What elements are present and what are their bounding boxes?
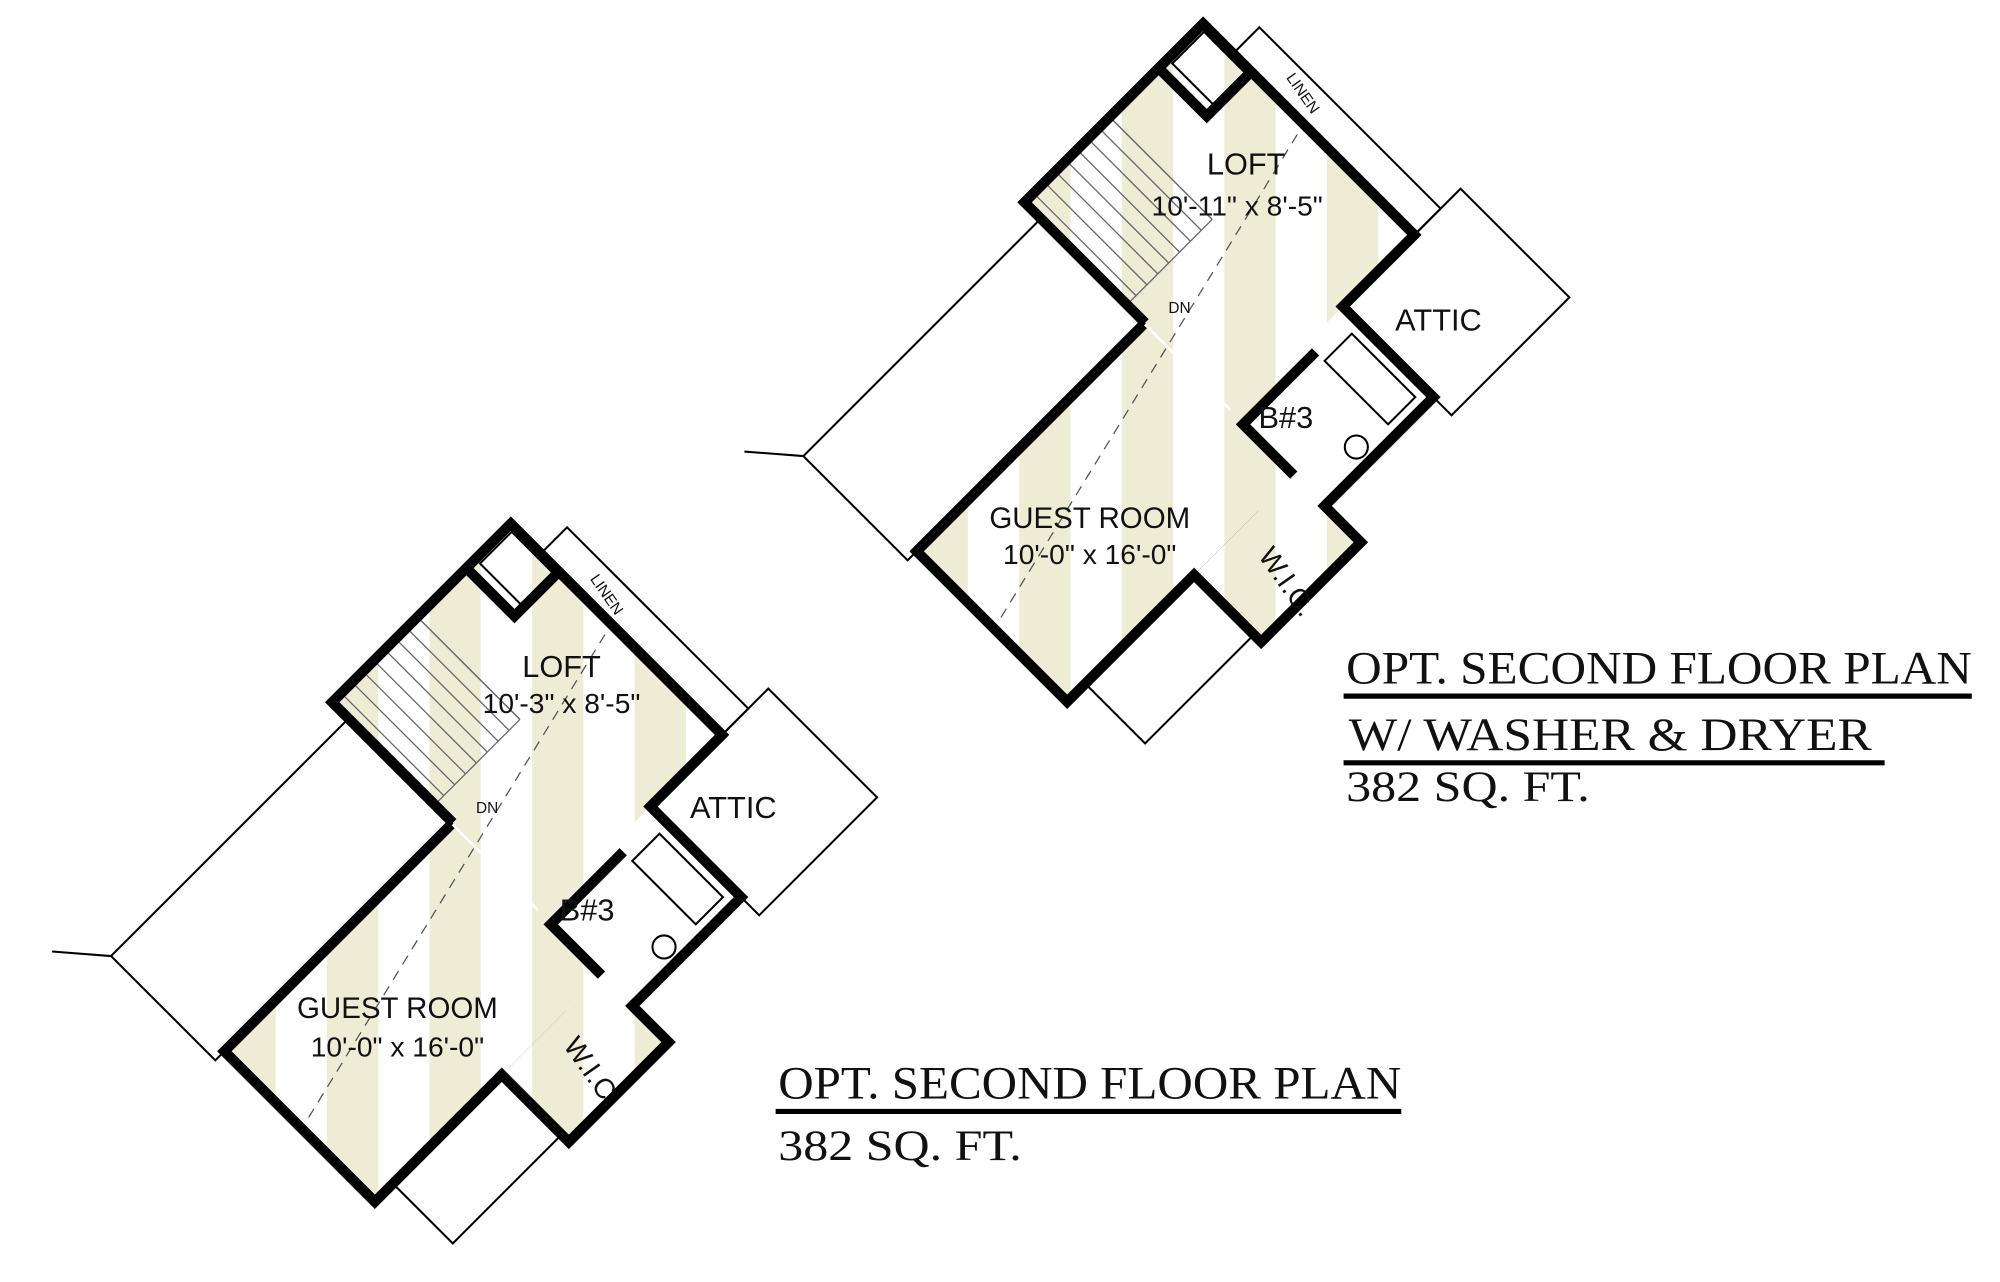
room-label-guest: GUEST ROOM <box>297 992 498 1025</box>
plan-title: OPT. SECOND FLOOR PLAN <box>778 1058 1401 1109</box>
room-label-bath: B#3 <box>1259 400 1314 435</box>
room-dims-loft: 10'-11" x 8'-5" <box>1152 189 1323 221</box>
stairs-down-label: DN <box>1168 300 1190 317</box>
room-label-guest: GUEST ROOM <box>989 502 1190 535</box>
floor-plan-standard: LOFT 10'-3" x 8'-5" ATTIC B#3 GUEST ROOM… <box>52 462 1401 1282</box>
room-dims-loft: 10'-3" x 8'-5" <box>483 687 641 719</box>
room-dims-guest: 10'-0" x 16'-0" <box>1003 538 1176 570</box>
plan-area: 382 SQ. FT. <box>778 1122 1022 1170</box>
room-label-attic: ATTIC <box>690 790 777 825</box>
room-dims-guest: 10'-0" x 16'-0" <box>311 1030 484 1062</box>
plan-title: OPT. SECOND FLOOR PLAN <box>1346 642 1972 693</box>
floor-plan-with-washer-dryer: LOFT 10'-11" x 8'-5" ATTIC B#3 GUEST ROO… <box>744 0 1972 811</box>
plan-area: 382 SQ. FT. <box>1346 763 1590 811</box>
stairs-down-label: DN <box>476 800 498 817</box>
room-label-bath: B#3 <box>560 892 615 927</box>
room-label-loft: LOFT <box>522 649 601 684</box>
plan-subtitle: W/ WASHER & DRYER <box>1349 709 1872 760</box>
room-label-attic: ATTIC <box>1395 303 1482 338</box>
room-label-loft: LOFT <box>1207 146 1286 181</box>
